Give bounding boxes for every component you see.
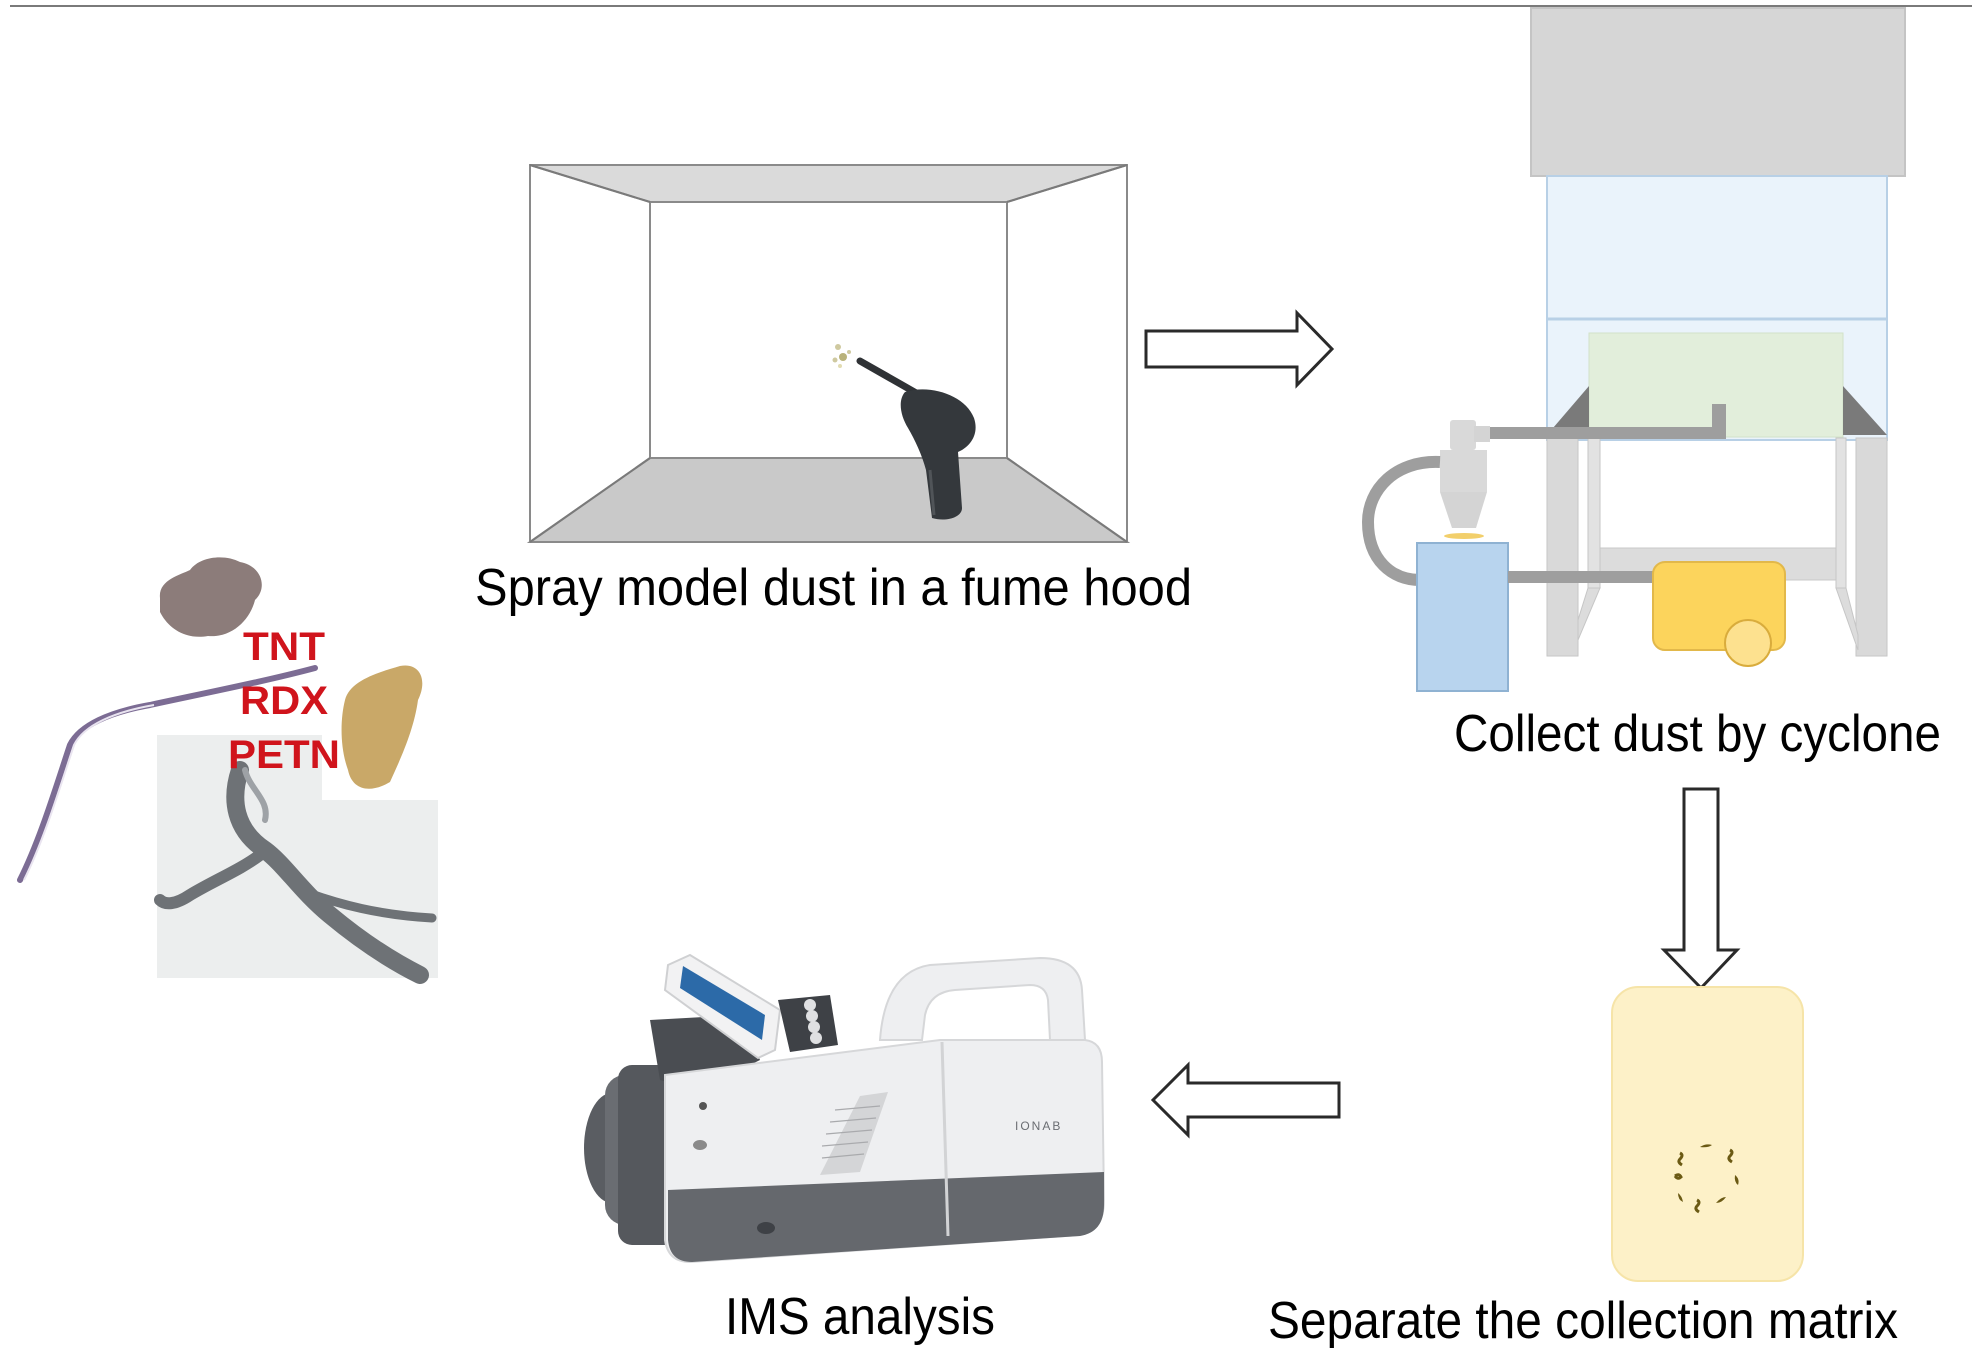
fume-hood-edge xyxy=(529,457,651,543)
step-label-collect: Collect dust by cyclone xyxy=(1454,705,1941,763)
suction-pipe-inlet xyxy=(1712,404,1726,439)
fiber-cluster-icon xyxy=(154,761,437,984)
return-hose xyxy=(1361,455,1441,586)
explosive-label-rdx: RDX xyxy=(240,679,328,723)
fume-hood-edge xyxy=(1006,457,1128,543)
explosive-dust-sample-illustration: TNT RDX PETN xyxy=(17,557,438,984)
vacuum-pump-icon xyxy=(1652,561,1786,667)
flow-arrow-left xyxy=(1150,1061,1341,1139)
device-screen-icon xyxy=(663,953,782,1060)
flow-arrow-down xyxy=(1660,787,1741,991)
collection-matrix-card xyxy=(1611,986,1804,1282)
hood-baffle-left xyxy=(1553,386,1589,428)
device-brand-logo: IONAB xyxy=(1015,1119,1062,1133)
table-leg-left-inner xyxy=(1587,437,1601,589)
step-label-separate: Separate the collection matrix xyxy=(1268,1292,1898,1348)
spray-gun-icon xyxy=(832,344,976,520)
cyclone-apparatus-illustration xyxy=(1361,7,1906,692)
fume-hood-edge xyxy=(529,164,651,203)
cyclone-separator-icon xyxy=(1440,420,1490,539)
dust-particles-icon xyxy=(1673,1144,1739,1214)
hood-baffle-right xyxy=(1843,386,1887,435)
ims-device-illustration xyxy=(584,953,1106,1264)
fume-hood-edge xyxy=(1006,164,1128,203)
vacuum-line xyxy=(1508,571,1655,583)
table-brace xyxy=(1577,587,1601,641)
step-label-ims: IMS analysis xyxy=(725,1288,995,1346)
collector-box xyxy=(1416,542,1509,692)
table-brace xyxy=(1835,587,1859,651)
dust-particle-tan-icon xyxy=(341,665,423,789)
table-leg-left xyxy=(1546,437,1579,657)
explosive-label-tnt: TNT xyxy=(243,625,325,669)
table-leg-right xyxy=(1855,437,1888,657)
table-leg-right-inner xyxy=(1835,437,1847,589)
fume-hood-illustration xyxy=(526,164,1131,543)
dust-particle-dark-icon xyxy=(159,557,262,637)
suction-pipe xyxy=(1488,427,1726,439)
explosive-label-petn: PETN xyxy=(228,733,340,777)
fiber-strand-icon xyxy=(17,665,318,883)
collected-dust xyxy=(1444,533,1484,539)
step-label-spray: Spray model dust in a fume hood xyxy=(475,559,1192,617)
device-keypad-icon xyxy=(778,995,838,1052)
dust-puff-icon xyxy=(832,344,851,368)
vent-grille-icon xyxy=(820,1092,888,1175)
flow-arrow-right xyxy=(1144,309,1335,389)
hood-exhaust-top xyxy=(1530,7,1906,177)
